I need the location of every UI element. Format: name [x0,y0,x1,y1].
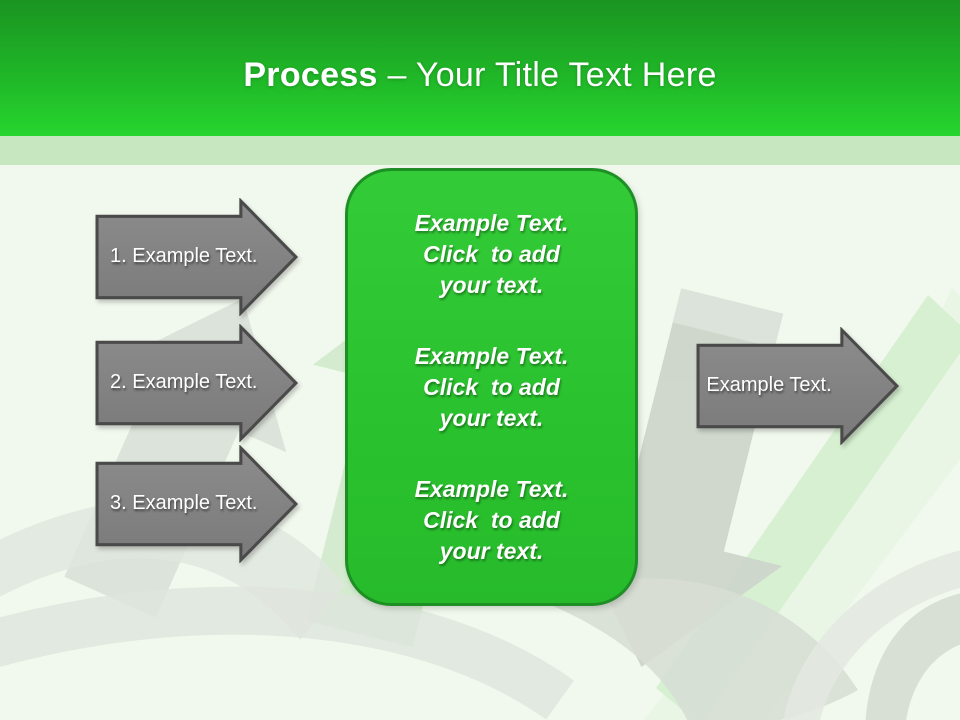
step-label: 1. Example Text. [110,245,258,267]
content-text-line: Example Text. [414,475,569,502]
block-arrow-shape [696,327,900,445]
content-text-line: your text. [439,404,544,431]
content-box[interactable]: Example Text. Click to add your text. Ex… [345,168,638,606]
block-arrow-shape [95,198,299,316]
content-text-line: Click to add [423,506,560,533]
header-accent-strip [0,136,960,165]
process-step-arrow-1[interactable]: 1. Example Text. [95,198,299,316]
content-text-line: your text. [439,271,544,298]
step-label: 2. Example Text. [110,371,258,393]
content-text-block-3[interactable]: Example Text. Click to add your text. [348,474,635,567]
output-arrow[interactable]: Example Text. [696,327,900,445]
slide-title[interactable]: Process – Your Title Text Here [243,56,716,95]
content-text-line: Click to add [423,373,560,400]
content-text-line: Example Text. [414,209,569,236]
content-text-line: Click to add [423,240,560,267]
block-arrow-shape [95,445,299,563]
block-arrow-shape [95,324,299,442]
content-text-line: your text. [439,537,544,564]
content-text-line: Example Text. [414,342,569,369]
content-text-block-1[interactable]: Example Text. Click to add your text. [348,208,635,301]
slide-title-rest: – Your Title Text Here [387,55,717,94]
output-arrow-label: Example Text. [706,374,832,396]
process-step-arrow-2[interactable]: 2. Example Text. [95,324,299,442]
process-step-arrow-3[interactable]: 3. Example Text. [95,445,299,563]
slide-title-keyword: Process [243,55,378,94]
content-text-block-2[interactable]: Example Text. Click to add your text. [348,341,635,434]
title-bar: Process – Your Title Text Here [0,0,960,136]
step-label: 3. Example Text. [110,492,258,514]
